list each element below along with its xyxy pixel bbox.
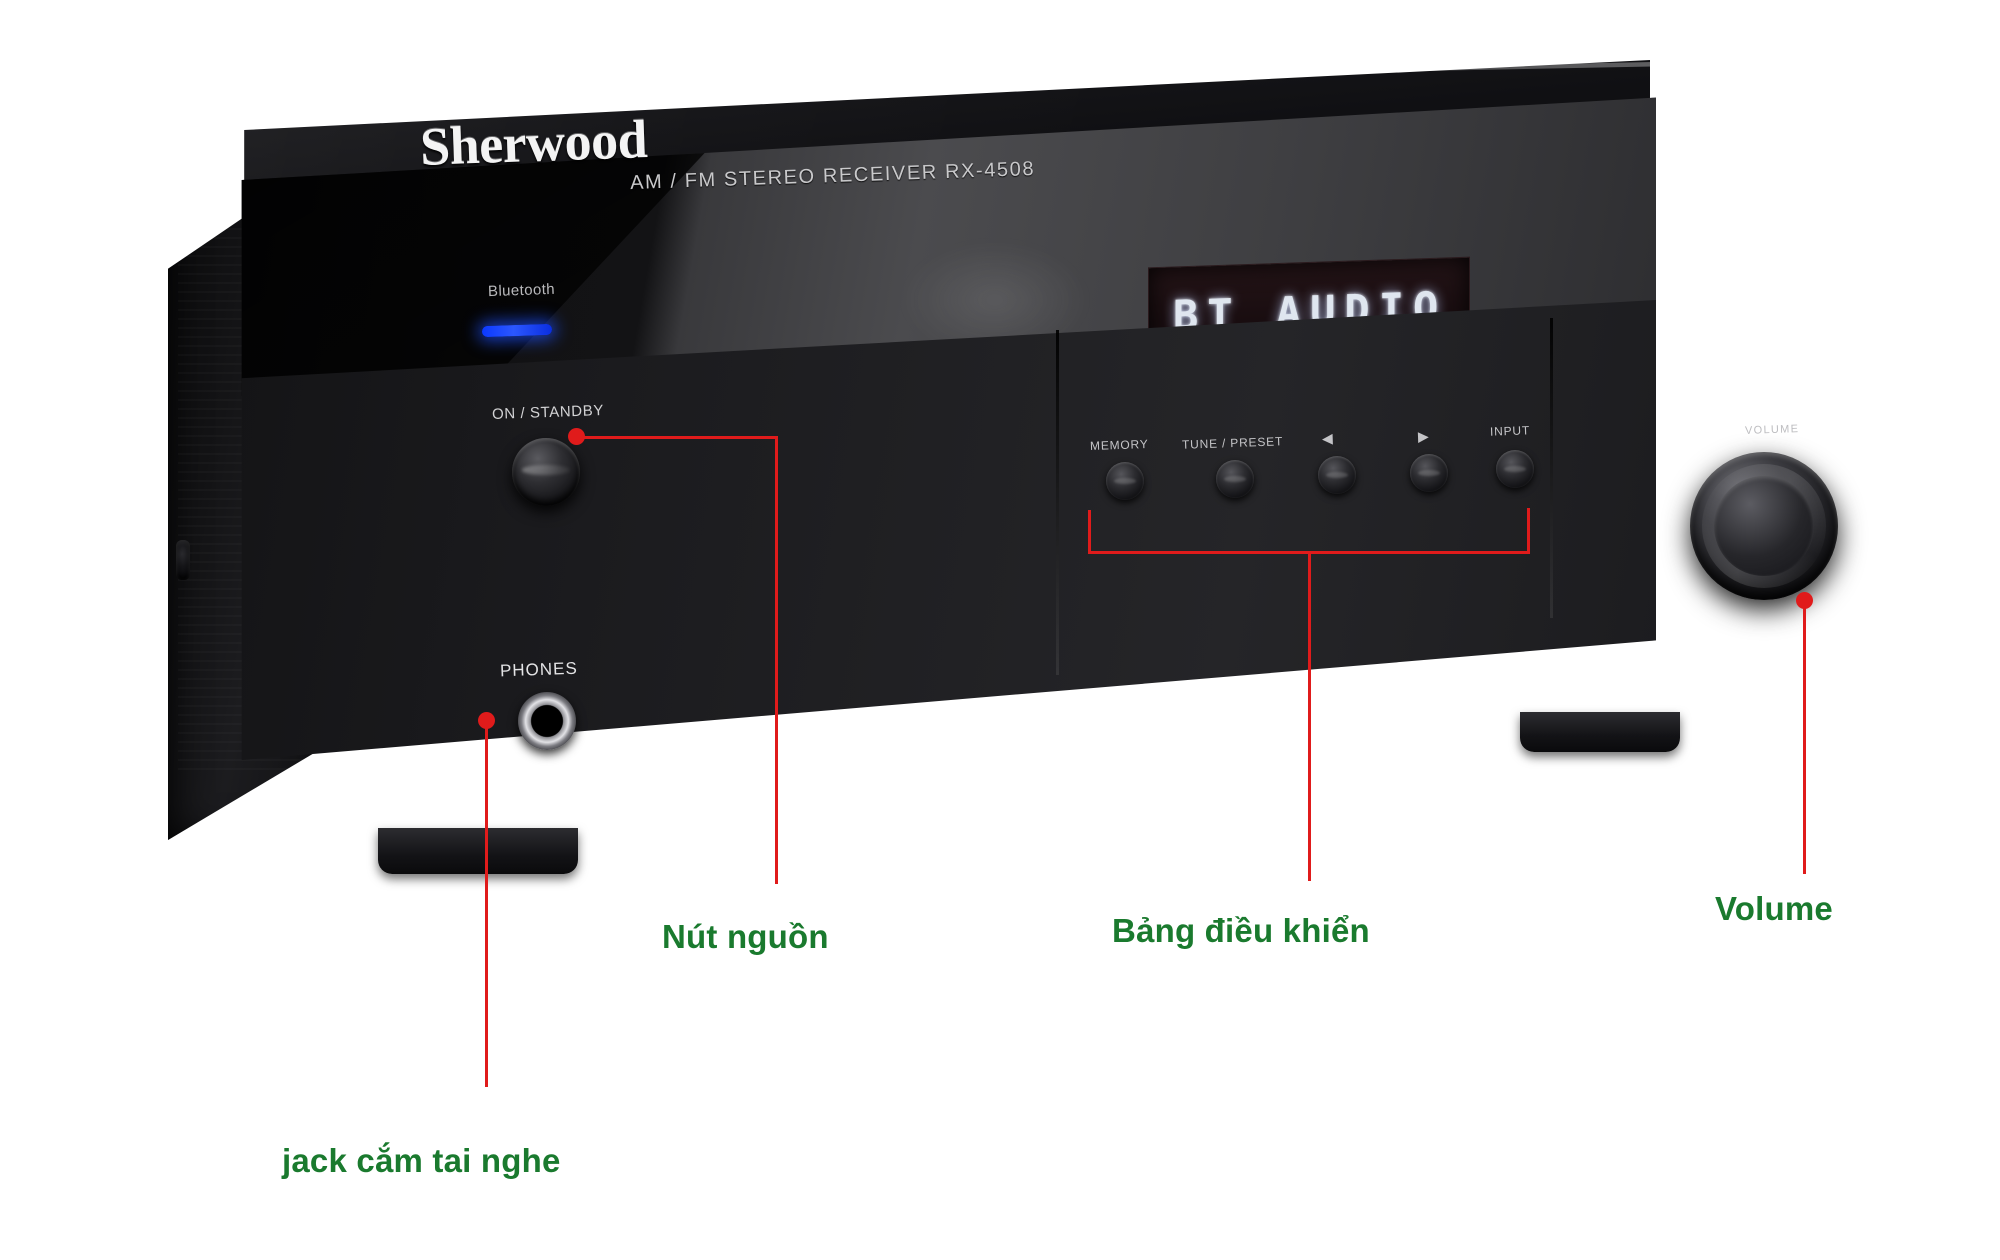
annotation-volume: Volume (1715, 890, 1833, 927)
leader-line-phones (485, 722, 488, 1087)
tune-preset-button[interactable] (1216, 460, 1254, 498)
next-button[interactable] (1410, 454, 1448, 492)
receiver-foot (378, 828, 578, 874)
receiver-front-panel (241, 300, 1656, 760)
leader-line-control-panel (1308, 551, 1311, 881)
leader-dot-volume (1796, 592, 1813, 609)
leader-line-volume (1803, 602, 1806, 874)
phones-jack-label: PHONES (499, 658, 579, 681)
leader-dot-power (568, 428, 585, 445)
brand-logo: Sherwood (419, 109, 649, 177)
side-slot-icon (176, 540, 190, 580)
bracket-right (1527, 508, 1530, 554)
receiver-foot (1520, 712, 1680, 752)
panel-seam (1550, 317, 1553, 619)
leader-line-power-v (775, 436, 778, 884)
prev-button[interactable] (1318, 456, 1356, 494)
bluetooth-label: Bluetooth (487, 280, 556, 301)
annotation-control-panel: Bảng điều khiển (1112, 912, 1370, 949)
memory-button-label: MEMORY (1089, 436, 1149, 454)
phones-jack[interactable] (518, 692, 576, 750)
volume-knob[interactable] (1690, 452, 1838, 600)
leader-dot-phones (478, 712, 495, 729)
input-button[interactable] (1496, 450, 1534, 488)
memory-button[interactable] (1106, 462, 1144, 500)
annotation-power: Nút nguồn (662, 918, 829, 955)
volume-knob-label: VOLUME (1744, 423, 1800, 437)
annotation-phones: jack cắm tai nghe (282, 1142, 561, 1179)
leader-line-power-h (578, 436, 778, 439)
panel-seam (1056, 329, 1059, 676)
input-button-label: INPUT (1489, 423, 1531, 439)
next-button-label: ▶ (1417, 427, 1430, 445)
prev-button-label: ◀ (1321, 429, 1334, 447)
bracket-left (1088, 510, 1091, 554)
power-knob[interactable] (512, 438, 580, 506)
